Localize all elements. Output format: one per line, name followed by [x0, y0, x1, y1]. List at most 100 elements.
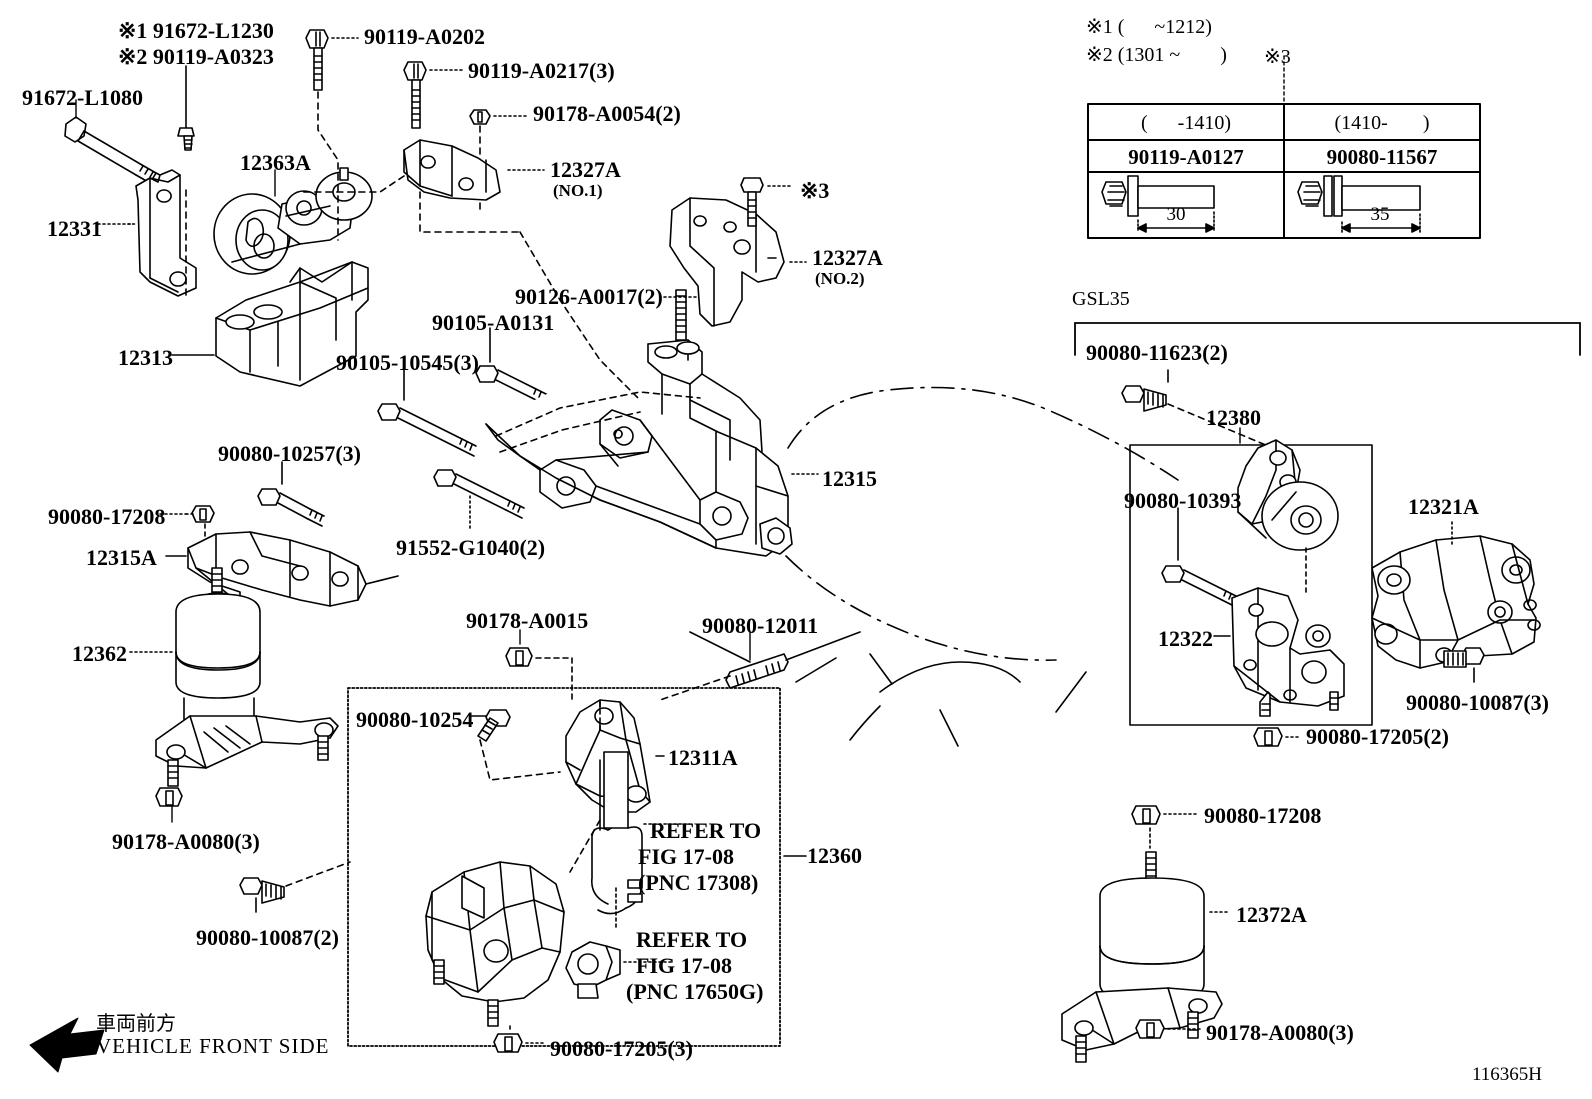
callout-90178-A0080-left: 90178-A0080(3) [112, 829, 260, 854]
table-length-left: 30 [1166, 204, 1186, 225]
callout-12311A: 12311A [668, 745, 738, 770]
callout-90080-12011: 90080-12011 [702, 613, 819, 638]
callout-90080-11623: 90080-11623(2) [1086, 340, 1228, 365]
table-bolt-left-illustration [1101, 175, 1215, 233]
table-part-left: 90119-A0127 [1128, 145, 1244, 169]
callout-12327A-no2: 12327A [812, 245, 883, 270]
callout-12327A-no1: 12327A [550, 157, 621, 182]
group-label-gsl35: GSL35 [1072, 288, 1130, 310]
part-90178-A0015-nut [505, 647, 533, 667]
note-3-marker: ※3 [1264, 46, 1291, 68]
part-12327A-no2-bracket [669, 197, 785, 327]
part-12380-mount [1237, 439, 1339, 551]
part-91672-L1080-bolt [64, 116, 163, 187]
part-12313-insulator [215, 261, 369, 387]
callout-90080-10087-left: 90080-10087(2) [196, 925, 339, 950]
callout-12321A: 12321A [1408, 494, 1479, 519]
callout-12313: 12313 [118, 345, 173, 370]
part-90080-10393-bolt [1161, 565, 1241, 609]
callout-90178-A0080-right: 90178-A0080(3) [1206, 1020, 1354, 1045]
part-90080-10254-bolt [477, 709, 511, 742]
callout-91552-G1040: 91552-G1040(2) [396, 535, 546, 560]
callout-90080-10254: 90080-10254 [356, 707, 474, 732]
part-12372A-mount [1061, 851, 1223, 1063]
callout-12315: 12315 [822, 466, 877, 491]
callout-90080-10393: 90080-10393 [1124, 488, 1242, 513]
part-90080-11623-bolt [1121, 385, 1167, 412]
callout-91672-L1080: 91672-L1080 [22, 85, 143, 110]
callout-12315A: 12315A [86, 545, 157, 570]
callout-90080-17205-bottom: 90080-17205(3) [550, 1036, 693, 1061]
callout-90105-10545: 90105-10545(3) [336, 350, 479, 375]
callout-12327A-no1-sub: (NO.1) [553, 181, 603, 200]
table-bolt-right-illustration [1297, 175, 1421, 233]
callout-refer-17308-line3: (PNC 17308) [638, 870, 759, 895]
vehicle-front-label-en: VEHICLE FRONT SIDE [96, 1034, 330, 1058]
callout-90178-A0015: 90178-A0015 [466, 608, 589, 633]
callout-refer-17650G-line2: FIG 17-08 [636, 953, 732, 978]
callout-90080-10257: 90080-10257(3) [218, 441, 361, 466]
part-90105-10545-bolt [377, 403, 477, 457]
part-90119-A0217-bolt [403, 61, 427, 129]
callout-12322: 12322 [1158, 626, 1213, 651]
part-90080-17205-nut-bottom [493, 1033, 523, 1053]
callout-refer-17650G-line3: (PNC 17650G) [626, 979, 764, 1004]
inset-box-12380 [1129, 444, 1373, 726]
callout-90080-17208-right: 90080-17208 [1204, 803, 1322, 828]
callout-refer-17650G-line1: REFER TO [636, 927, 748, 952]
part-12360-mount-assembly [425, 861, 565, 1027]
callout-12360: 12360 [807, 843, 862, 868]
part-90080-10257-bolt [257, 488, 325, 527]
callout-90119-A0217: 90119-A0217(3) [468, 58, 615, 83]
part-91552-G1040-bolt [433, 469, 525, 519]
part-12321A-bracket [1371, 535, 1541, 669]
callout-90119-A0202: 90119-A0202 [364, 24, 485, 49]
callout-90119-A0323: ※2 90119-A0323 [118, 44, 274, 69]
variant-table-frame [1087, 55, 1481, 239]
callout-90080-17208-left: 90080-17208 [48, 504, 166, 529]
part-hose-pnc17308 [591, 751, 643, 931]
callout-90126-A0017: 90126-A0017(2) [515, 284, 663, 309]
figure-number: 116365H [1472, 1064, 1543, 1085]
part-note3-bolt [740, 177, 764, 227]
part-12363A-torque-rod [213, 167, 373, 275]
part-90178-A0080-nut-left [155, 787, 183, 807]
part-90080-17208-nut-left [191, 505, 215, 523]
callout-90178-A0054: 90178-A0054(2) [533, 101, 681, 126]
callout-90080-10087-right: 90080-10087(3) [1406, 690, 1549, 715]
part-clamp-pnc17650G [565, 941, 621, 999]
inset-box-12360 [347, 687, 781, 1047]
part-12331-bracket [135, 169, 197, 297]
table-length-right: 35 [1370, 204, 1390, 225]
part-12315A-bracket [187, 531, 399, 607]
part-90080-10087-bolt-left [239, 877, 285, 904]
callout-90105-A0131: 90105-A0131 [432, 310, 555, 335]
table-header-range-left: ( -1410) [1141, 112, 1231, 134]
part-91672-L1230-stud [177, 65, 195, 151]
note-1-text: ※1 ( ~1212) [1086, 16, 1212, 38]
callout-refer-17308-line2: FIG 17-08 [638, 844, 734, 869]
callout-12363A: 12363A [240, 150, 311, 175]
callout-12362: 12362 [72, 641, 127, 666]
callout-refer-17308-line1: REFER TO [650, 818, 762, 843]
callout-12327A-no2-sub: (NO.2) [815, 269, 865, 288]
table-header-range-right: (1410- ) [1334, 112, 1430, 134]
part-90080-12011-stud [725, 653, 789, 689]
group-bracket-gsl35 [1074, 322, 1581, 356]
part-90080-10087-bolt-right [1443, 647, 1485, 668]
vehicle-front-label-jp: 車両前方 [96, 1011, 176, 1035]
part-90080-17205-nut-right [1253, 727, 1283, 747]
callout-12331: 12331 [47, 216, 102, 241]
table-part-right: 90080-11567 [1326, 145, 1438, 169]
part-90178-A0080-nut-right [1135, 1019, 1165, 1039]
callout-note3-inline: ※3 [800, 178, 830, 203]
callout-91672-L1230: ※1 91672-L1230 [118, 18, 274, 43]
part-90178-A0054-nut [469, 109, 491, 125]
callout-12380: 12380 [1206, 405, 1261, 430]
part-90080-17208-nut-right [1131, 805, 1161, 825]
callout-90080-17205-right: 90080-17205(2) [1306, 724, 1449, 749]
part-12322-bracket [1231, 587, 1345, 717]
vehicle-front-arrow [29, 1017, 105, 1073]
part-12315-crossmember [485, 339, 793, 557]
